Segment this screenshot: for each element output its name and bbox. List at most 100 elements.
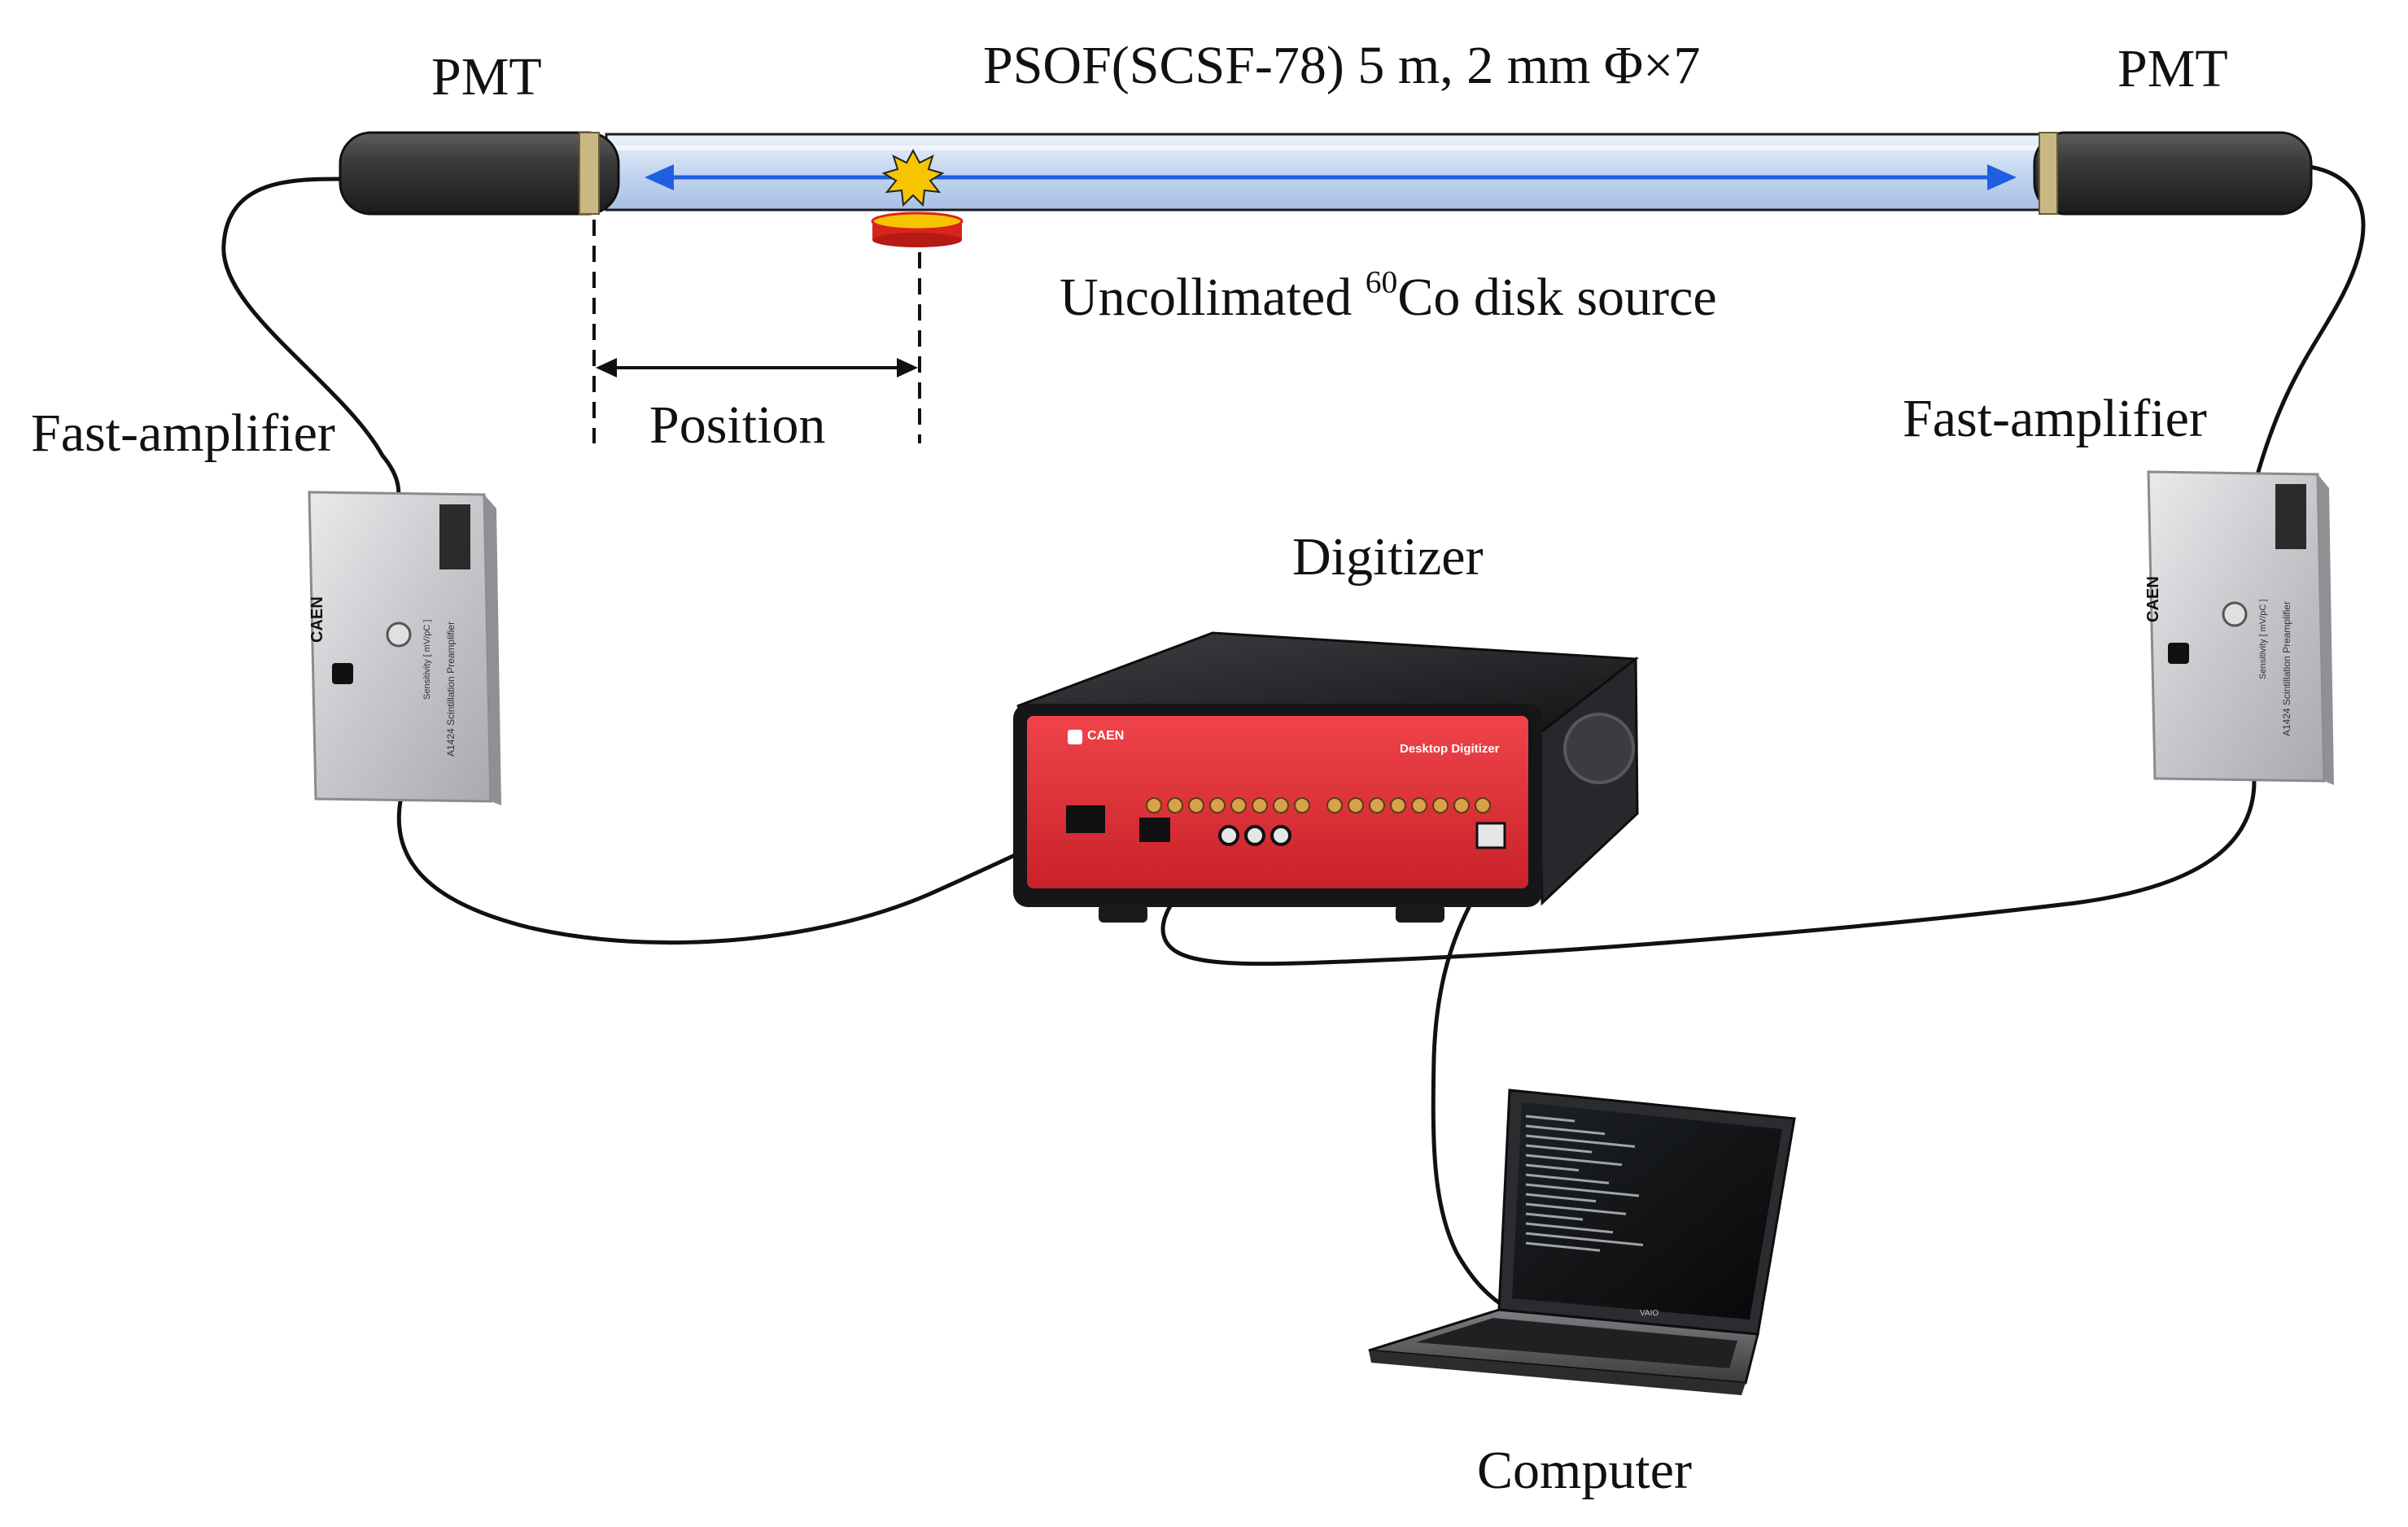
disk-source-top xyxy=(871,212,964,231)
laptop-front-edge xyxy=(1369,1350,1746,1395)
cable-right-amp-to-digitizer xyxy=(1160,779,2257,966)
amp-right-edge xyxy=(2318,474,2334,785)
digitizer-device xyxy=(1013,631,1640,923)
position-label: Position xyxy=(649,395,826,455)
digitizer-logo-icon xyxy=(1068,730,1082,744)
pmt-right-label: PMT xyxy=(2117,39,2228,98)
computer-label: Computer xyxy=(1477,1441,1692,1500)
amp-left-logo-icon xyxy=(332,663,353,684)
amp-right-model: A1424 Scintillation Preamplifier xyxy=(2281,600,2292,736)
amp-left-brand: CAEN xyxy=(308,596,326,643)
amp-left-sensitivity: Sensitivity [ mV/pC ] xyxy=(422,619,432,700)
amp-left-label: Fast-amplifier xyxy=(31,404,335,463)
lemo-connector-icon xyxy=(1326,797,1343,814)
digitizer-usb-port xyxy=(1475,822,1506,849)
amp-left-knob-icon xyxy=(386,622,412,648)
amp-right-label-plate xyxy=(2275,484,2306,549)
laptop-computer xyxy=(1368,1089,1796,1395)
source-isotope-mass: 60 xyxy=(1365,264,1398,300)
terminal-line xyxy=(1525,1232,1644,1246)
amp-right-brand: CAEN xyxy=(2144,576,2162,622)
arrowhead-right xyxy=(1987,164,2017,190)
lemo-connector-icon xyxy=(1475,797,1491,814)
cable-right-pmt-to-amp xyxy=(2256,164,2366,474)
lemo-connector-icon xyxy=(1453,797,1470,814)
digitizer-display xyxy=(1139,818,1170,842)
terminal-line xyxy=(1525,1222,1614,1234)
source-label-pre: Uncollimated xyxy=(1060,268,1366,327)
lemo-connector-icon xyxy=(1432,797,1449,814)
source-label-post: Co disk source xyxy=(1397,268,1717,327)
lemo-connector-icon xyxy=(1273,797,1289,814)
pmt-left-label: PMT xyxy=(431,47,542,107)
terminal-line xyxy=(1525,1154,1623,1167)
terminal-line xyxy=(1525,1202,1627,1215)
digitizer-model: Desktop Digitizer xyxy=(1400,742,1500,756)
position-arrowhead-right xyxy=(897,358,918,377)
pmt-right xyxy=(2033,131,2313,216)
fiber-tube xyxy=(605,133,2052,212)
terminal-line xyxy=(1525,1193,1597,1203)
terminal-line xyxy=(1525,1212,1584,1221)
digitizer-optical-link-port xyxy=(1066,805,1105,833)
pmt-right-ring xyxy=(2039,132,2058,215)
lemo-connector-icon xyxy=(1230,797,1247,814)
amp-left-edge xyxy=(484,495,501,805)
lemo-connector-icon xyxy=(1348,797,1364,814)
terminal-line xyxy=(1525,1144,1593,1154)
laptop-screen xyxy=(1512,1102,1782,1320)
amp-right-knob-icon xyxy=(2222,601,2248,627)
terminal-line xyxy=(1525,1134,1636,1148)
terminal-line xyxy=(1525,1124,1606,1136)
digitizer-label: Digitizer xyxy=(1292,527,1484,587)
amp-left-model: A1424 Scintillation Preamplifier xyxy=(445,621,457,757)
amp-right-label: Fast-amplifier xyxy=(1903,389,2207,448)
laptop-terminal-text xyxy=(1525,1115,1644,1252)
terminal-line xyxy=(1525,1241,1601,1252)
lemo-connector-icon xyxy=(1188,797,1204,814)
interaction-burst-icon xyxy=(881,148,945,207)
cable-left-pmt-to-amp xyxy=(221,177,401,507)
laptop-keyboard xyxy=(1416,1318,1737,1368)
cables xyxy=(221,164,2366,1312)
lemo-connector-icon xyxy=(1209,797,1226,814)
arrowhead-left xyxy=(645,164,674,190)
cable-digitizer-to-computer xyxy=(1431,864,1512,1312)
lemo-connector-icon xyxy=(1252,797,1268,814)
terminal-line xyxy=(1525,1163,1580,1171)
digitizer-foot-left xyxy=(1099,905,1147,923)
bnc-connector-icon xyxy=(1244,825,1265,846)
position-arrowhead-left xyxy=(596,358,617,377)
lemo-connector-icon xyxy=(1146,797,1162,814)
lemo-connector-icon xyxy=(1294,797,1310,814)
lemo-connector-icon xyxy=(1390,797,1406,814)
fast-amplifier-left xyxy=(308,491,501,805)
terminal-line xyxy=(1525,1183,1640,1198)
pmt-left xyxy=(339,131,620,216)
bnc-connector-icon xyxy=(1218,825,1239,846)
disk-source xyxy=(871,212,964,247)
bnc-connector-icon xyxy=(1270,825,1291,846)
pmt-left-ring xyxy=(579,132,600,215)
cable-left-amp-to-digitizer xyxy=(396,799,1101,945)
position-dimension xyxy=(592,220,921,443)
amp-right-sensitivity: Sensitivity [ mV/pC ] xyxy=(2258,599,2268,679)
terminal-line xyxy=(1525,1173,1610,1185)
digitizer-input-connectors xyxy=(1146,797,1491,846)
terminal-line xyxy=(1525,1115,1575,1123)
amp-left-label-plate xyxy=(439,504,470,569)
fast-amplifier-right xyxy=(2147,470,2334,785)
fiber-assembly xyxy=(339,131,2313,216)
lemo-connector-icon xyxy=(1411,797,1427,814)
laptop-brand: VAIO xyxy=(1640,1309,1659,1318)
lemo-connector-icon xyxy=(1369,797,1385,814)
digitizer-foot-right xyxy=(1396,905,1444,923)
digitizer-fan-icon xyxy=(1563,713,1635,784)
source-label: Uncollimated 60Co disk source xyxy=(1060,265,1717,327)
amp-right-logo-icon xyxy=(2168,643,2189,664)
disk-source-bottom xyxy=(872,233,962,247)
lemo-connector-icon xyxy=(1167,797,1183,814)
digitizer-brand: CAEN xyxy=(1087,729,1125,743)
